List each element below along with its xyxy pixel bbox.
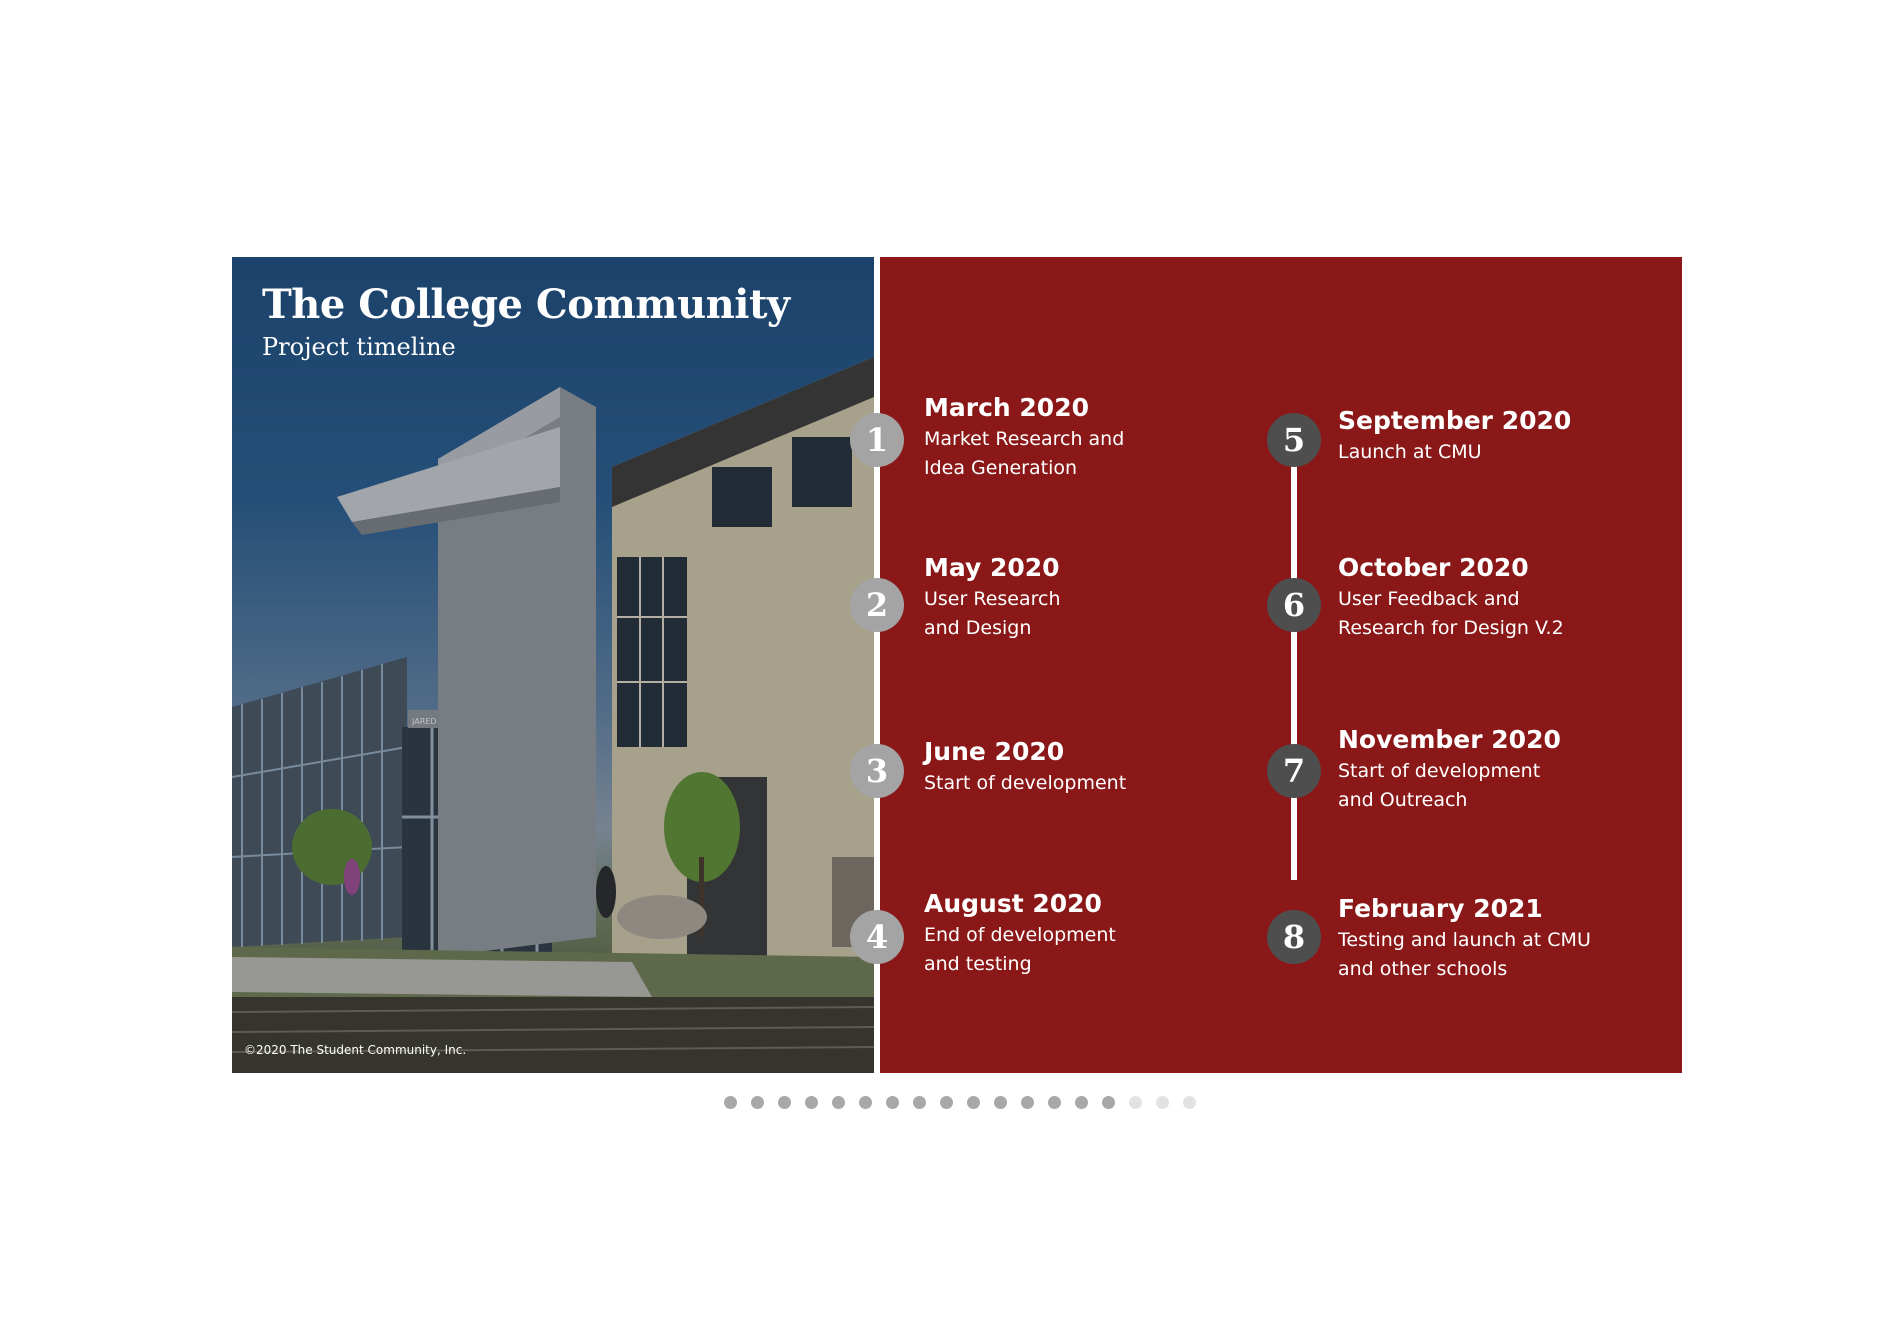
timeline-description: Launch at CMU — [1338, 441, 1482, 463]
timeline-description: User Feedback and Research for Design V.… — [1338, 588, 1564, 639]
building-illustration: JARED L. COHON UNIVERSITY CENT — [232, 257, 874, 1073]
copyright-text: ©2020 The Student Community, Inc. — [244, 1043, 467, 1057]
timeline-description: Market Research and Idea Generation — [924, 428, 1125, 479]
timeline-entry-8: February 2021 Testing and launch at CMU … — [1338, 892, 1591, 984]
building-photo: JARED L. COHON UNIVERSITY CENT — [232, 257, 874, 1073]
slide-pagination — [724, 1096, 1196, 1110]
pagination-dot-5[interactable] — [832, 1096, 845, 1109]
page-title: The College Community — [262, 281, 790, 328]
timeline-marker-7: 7 — [1267, 744, 1321, 798]
timeline-entry-6: October 2020 User Feedback and Research … — [1338, 551, 1564, 643]
timeline-marker-6: 6 — [1267, 578, 1321, 632]
page-subtitle: Project timeline — [262, 333, 456, 361]
timeline-marker-3: 3 — [850, 744, 904, 798]
timeline-description: Start of development and Outreach — [1338, 760, 1541, 811]
pagination-dot-3[interactable] — [778, 1096, 791, 1109]
timeline-date: October 2020 — [1338, 553, 1529, 582]
pagination-dot-4[interactable] — [805, 1096, 818, 1109]
timeline-entry-5: September 2020 Launch at CMU — [1338, 404, 1571, 467]
pagination-dot-6[interactable] — [859, 1096, 872, 1109]
timeline-marker-4: 4 — [850, 910, 904, 964]
slide: JARED L. COHON UNIVERSITY CENT — [232, 257, 1682, 1073]
timeline-description: Start of development — [924, 772, 1127, 794]
pagination-dot-13[interactable] — [1048, 1096, 1061, 1109]
timeline-date: May 2020 — [924, 553, 1060, 582]
pagination-dot-2[interactable] — [751, 1096, 764, 1109]
pagination-dot-14[interactable] — [1075, 1096, 1088, 1109]
pagination-dot-16[interactable] — [1129, 1096, 1142, 1109]
timeline-description: User Research and Design — [924, 588, 1061, 639]
timeline-description: End of development and testing — [924, 924, 1116, 975]
pagination-dot-10[interactable] — [967, 1096, 980, 1109]
timeline-marker-8: 8 — [1267, 910, 1321, 964]
pagination-dot-7[interactable] — [886, 1096, 899, 1109]
timeline-date: November 2020 — [1338, 725, 1561, 754]
pagination-dot-8[interactable] — [913, 1096, 926, 1109]
pagination-dot-17[interactable] — [1156, 1096, 1169, 1109]
timeline-date: February 2021 — [1338, 894, 1543, 923]
pagination-dot-12[interactable] — [1021, 1096, 1034, 1109]
timeline-date: August 2020 — [924, 889, 1102, 918]
timeline-marker-1: 1 — [850, 413, 904, 467]
timeline-entry-3: June 2020 Start of development — [924, 735, 1126, 798]
timeline-date: September 2020 — [1338, 406, 1572, 435]
pagination-dot-18[interactable] — [1183, 1096, 1196, 1109]
timeline-entry-1: March 2020 Market Research and Idea Gene… — [924, 391, 1124, 483]
timeline-date: June 2020 — [924, 737, 1065, 766]
timeline-entry-4: August 2020 End of development and testi… — [924, 887, 1116, 979]
timeline-date: March 2020 — [924, 393, 1089, 422]
timeline-entry-7: November 2020 Start of development and O… — [1338, 723, 1561, 815]
timeline-description: Testing and launch at CMU and other scho… — [1338, 929, 1591, 980]
timeline-entry-2: May 2020 User Research and Design — [924, 551, 1061, 643]
pagination-dot-15[interactable] — [1102, 1096, 1115, 1109]
pagination-dot-11[interactable] — [994, 1096, 1007, 1109]
timeline-marker-2: 2 — [850, 578, 904, 632]
divider — [874, 257, 880, 1073]
pagination-dot-1[interactable] — [724, 1096, 737, 1109]
timeline-rail-right — [1291, 440, 1297, 880]
pagination-dot-9[interactable] — [940, 1096, 953, 1109]
timeline-panel: 1 2 3 4 5 6 7 8 March 2020 Market Resear… — [850, 257, 1682, 1073]
timeline-marker-5: 5 — [1267, 413, 1321, 467]
